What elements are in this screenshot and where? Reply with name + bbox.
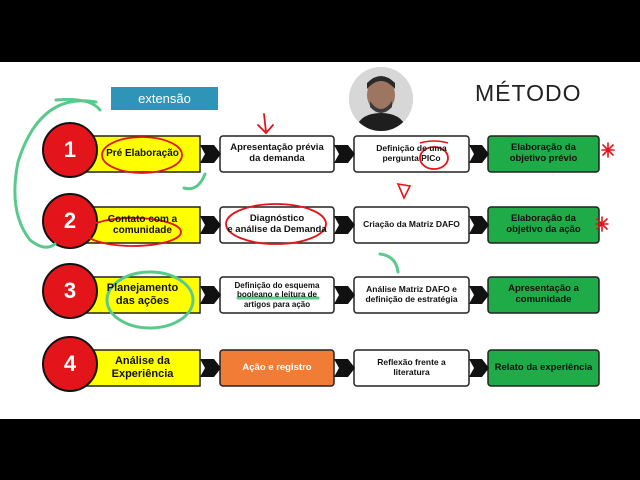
annotation-green-bracket — [13, 99, 98, 249]
flow-arrow-1-1 — [200, 145, 221, 163]
flow-arrow-3-3 — [469, 286, 489, 304]
annotation-red-arrow-2 — [396, 182, 412, 200]
step2-label-3: Análise Matriz DAFO e definição de estra… — [365, 284, 458, 304]
presenter-avatar-icon — [349, 67, 413, 131]
step2-label-2: Criação da Matriz DAFO — [363, 219, 460, 230]
flow-arrow-3-2 — [334, 286, 355, 304]
number-circle-1 — [42, 122, 98, 178]
annotation-red-circle-stage2 — [84, 217, 182, 247]
annotation-green-curve — [182, 172, 207, 191]
result-label-1: Elaboração da objetivo prévio — [509, 142, 578, 164]
stage-label-1: Pré Elaboração — [106, 148, 179, 160]
flow-arrow-2-2 — [334, 216, 355, 234]
annotation-red-arrow-1 — [257, 113, 274, 135]
stage-box-3 — [84, 276, 201, 314]
annotation-green-circle-stage3 — [105, 270, 195, 330]
step1-label-1: Apresentação prévia da demanda — [230, 142, 324, 164]
number-circle-2 — [42, 193, 98, 249]
result-label-2: Elaboração da objetivo da ação — [506, 213, 581, 235]
number-circle-3 — [42, 263, 98, 319]
stage-label-4: Análise da Experiência — [111, 355, 174, 380]
stage-box-2 — [84, 206, 201, 244]
annotation-green-bracket-top — [54, 98, 102, 112]
flow-arrow-1-3 — [469, 145, 489, 163]
annotation-red-circle-pico — [419, 146, 449, 170]
result-label-3: Apresentação a comunidade — [508, 283, 579, 305]
annotation-red-underline — [419, 140, 449, 144]
result-label-4: Relato da experiência — [494, 361, 593, 373]
row-number-4: 4 — [63, 351, 77, 377]
annotation-red-star-2 — [595, 216, 609, 232]
flow-arrow-2-3 — [469, 216, 489, 234]
annotation-red-star-1 — [601, 142, 615, 158]
flow-arrow-2-1 — [200, 216, 221, 234]
stage-label-2: Contato com a comunidade — [107, 213, 178, 237]
flow-arrow-4-3 — [469, 359, 489, 377]
flow-arrow-1-2 — [334, 145, 355, 163]
extension-tag: extensão — [111, 87, 218, 110]
step1-label-3: Definição do esquema booleano e leitura … — [234, 281, 320, 309]
step2-label-4: Reflexão frente a literatura — [377, 357, 446, 377]
row-number-1: 1 — [63, 137, 77, 163]
stage-label-3: Planejamento das ações — [106, 282, 179, 307]
flow-arrow-3-1 — [200, 286, 221, 304]
flow-arrow-4-1 — [200, 359, 221, 377]
presenter-webcam — [349, 67, 413, 131]
step1-label-4: Ação e registro — [242, 361, 312, 373]
row-number-2: 2 — [63, 208, 77, 234]
row-number-3: 3 — [63, 278, 77, 304]
step2-label-1: Definição de uma pergunta PICo — [376, 143, 447, 163]
flow-arrow-4-2 — [334, 359, 355, 377]
annotation-green-curve-2 — [378, 252, 400, 274]
number-circle-4 — [42, 336, 98, 392]
annotation-red-circle-stage1 — [101, 136, 183, 174]
step1-label-2: Diagnóstico e análise da Demanda — [227, 213, 327, 235]
slide-title: MÉTODO — [475, 80, 582, 106]
flow-diagram — [13, 98, 615, 392]
annotation-red-circle-step1 — [225, 203, 327, 245]
